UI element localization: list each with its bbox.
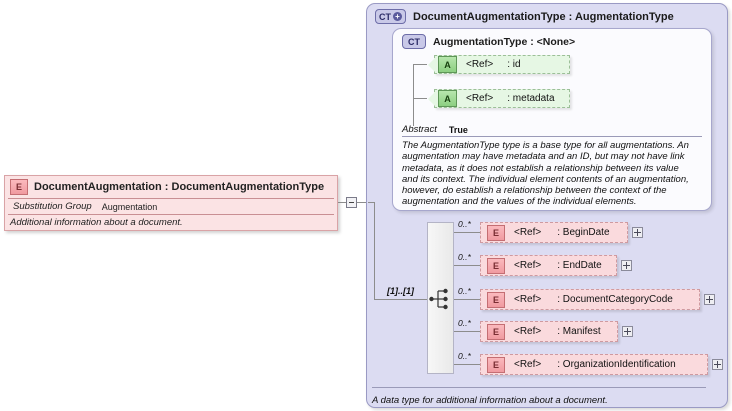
expand-plus-icon-documentcategorycode[interactable] — [704, 294, 715, 305]
abstract-block: Abstract True The AugmentationType type … — [402, 124, 702, 208]
expand-plus-icon-begindate[interactable] — [632, 227, 643, 238]
connector-line-left — [338, 202, 346, 203]
attribute-pointer-icon — [428, 92, 435, 106]
outer-panel-title: DocumentAugmentationType : AugmentationT… — [413, 10, 674, 23]
element-name-label: : BeginDate — [557, 227, 610, 238]
attribute-row-id[interactable]: A <Ref> : id — [428, 55, 570, 74]
substitution-group-row: Substitution Group Augmentation — [8, 198, 334, 215]
compositor-container — [427, 222, 454, 374]
branch-wire-documentcategorycode — [454, 299, 480, 300]
element-row-enddate[interactable]: E <Ref> : EndDate — [480, 255, 617, 276]
compositor-feed-horizontal-wire — [374, 299, 427, 300]
branch-wire-organizationidentification — [454, 364, 480, 365]
element-name-label: : OrganizationIdentification — [557, 359, 676, 370]
augmentation-type-documentation: The AugmentationType type is a base type… — [402, 140, 689, 208]
badge-ct-text: CT — [408, 36, 420, 47]
occurrence-label-organizationidentification: 0..* — [458, 351, 471, 361]
inner-panel-title: AugmentationType : <None> — [433, 35, 576, 48]
element-row-documentcategorycode[interactable]: E <Ref> : DocumentCategoryCode — [480, 289, 700, 310]
document-augmentation-element-box[interactable]: E DocumentAugmentation : DocumentAugment… — [4, 175, 338, 231]
element-documentation-row: Additional information about a document. — [5, 215, 337, 230]
attribute-ref-label: <Ref> — [466, 93, 494, 104]
element-row-manifest[interactable]: E <Ref> : Manifest — [480, 321, 618, 342]
collapse-minus-icon[interactable] — [346, 197, 357, 208]
element-badge-icon: E — [10, 179, 28, 195]
element-name-label: : DocumentCategoryCode — [557, 294, 673, 305]
attr-wire-id — [413, 64, 427, 65]
element-badge-icon: E — [487, 291, 505, 308]
augmentation-type-panel: CT AugmentationType : <None> A <Ref> : i… — [392, 28, 712, 211]
occurrence-label-manifest: 0..* — [458, 318, 471, 328]
connector-line-right — [357, 202, 368, 203]
complextype-expandable-badge-icon[interactable]: CT + — [375, 9, 406, 24]
element-badge-icon: E — [487, 224, 505, 241]
badge-ct-text: CT — [379, 11, 391, 22]
substitution-group-value: Augmentation — [101, 201, 158, 212]
outer-panel-header: CT + DocumentAugmentationType : Augmenta… — [375, 9, 674, 24]
occurrence-label-documentcategorycode: 0..* — [458, 286, 471, 296]
panel-footer: A data type for additional information a… — [372, 387, 706, 408]
branch-wire-enddate — [454, 265, 480, 266]
branch-wire-manifest — [454, 331, 480, 332]
element-name-label: : Manifest — [557, 326, 601, 337]
element-ref-label: <Ref> — [514, 227, 542, 238]
plus-circle-icon: + — [393, 12, 402, 21]
attribute-name-label: : metadata — [507, 93, 555, 104]
attribute-name-label: : id — [507, 59, 521, 70]
abstract-value: True — [448, 124, 468, 135]
element-box-header: E DocumentAugmentation : DocumentAugment… — [5, 176, 337, 198]
expand-plus-icon-enddate[interactable] — [621, 260, 632, 271]
attribute-ref-label: <Ref> — [466, 59, 494, 70]
attribute-row-metadata[interactable]: A <Ref> : metadata — [428, 89, 570, 108]
element-badge-icon: E — [487, 257, 505, 274]
attribute-badge-icon: A — [438, 56, 457, 73]
occurrence-label-begindate: 0..* — [458, 219, 471, 229]
abstract-row: Abstract True — [402, 124, 702, 137]
attribute-badge-icon: A — [438, 90, 457, 107]
element-ref-label: <Ref> — [514, 260, 542, 271]
attr-wire-metadata — [413, 98, 427, 99]
element-ref-label: <Ref> — [514, 359, 542, 370]
compositor-feed-vertical-wire — [374, 202, 375, 299]
inner-panel-header: CT AugmentationType : <None> — [402, 34, 575, 49]
compositor-feed-entry-wire — [368, 202, 375, 203]
element-documentation: Additional information about a document. — [10, 217, 183, 228]
element-title: DocumentAugmentation : DocumentAugmentat… — [34, 181, 325, 193]
compositor-occurrence-label: [1]..[1] — [387, 286, 414, 296]
panel-footer-text: A data type for additional information a… — [372, 395, 608, 406]
element-row-begindate[interactable]: E <Ref> : BeginDate — [480, 222, 628, 243]
element-badge-icon: E — [487, 356, 505, 373]
abstract-label: Abstract — [402, 124, 437, 135]
expand-plus-icon-organizationidentification[interactable] — [712, 359, 723, 370]
sequence-compositor-icon[interactable] — [429, 288, 452, 310]
element-badge-icon: E — [487, 323, 505, 340]
expand-plus-icon-manifest[interactable] — [622, 326, 633, 337]
attribute-pointer-icon — [428, 58, 435, 72]
branch-wire-begindate — [454, 232, 480, 233]
complextype-badge-icon[interactable]: CT — [402, 34, 426, 49]
element-row-organizationidentification[interactable]: E <Ref> : OrganizationIdentification — [480, 354, 708, 375]
attr-tree-vertical-wire — [413, 64, 414, 126]
element-ref-label: <Ref> — [514, 294, 542, 305]
occurrence-label-enddate: 0..* — [458, 252, 471, 262]
substitution-group-label: Substitution Group — [13, 201, 92, 212]
element-name-label: : EndDate — [557, 260, 602, 271]
element-ref-label: <Ref> — [514, 326, 542, 337]
